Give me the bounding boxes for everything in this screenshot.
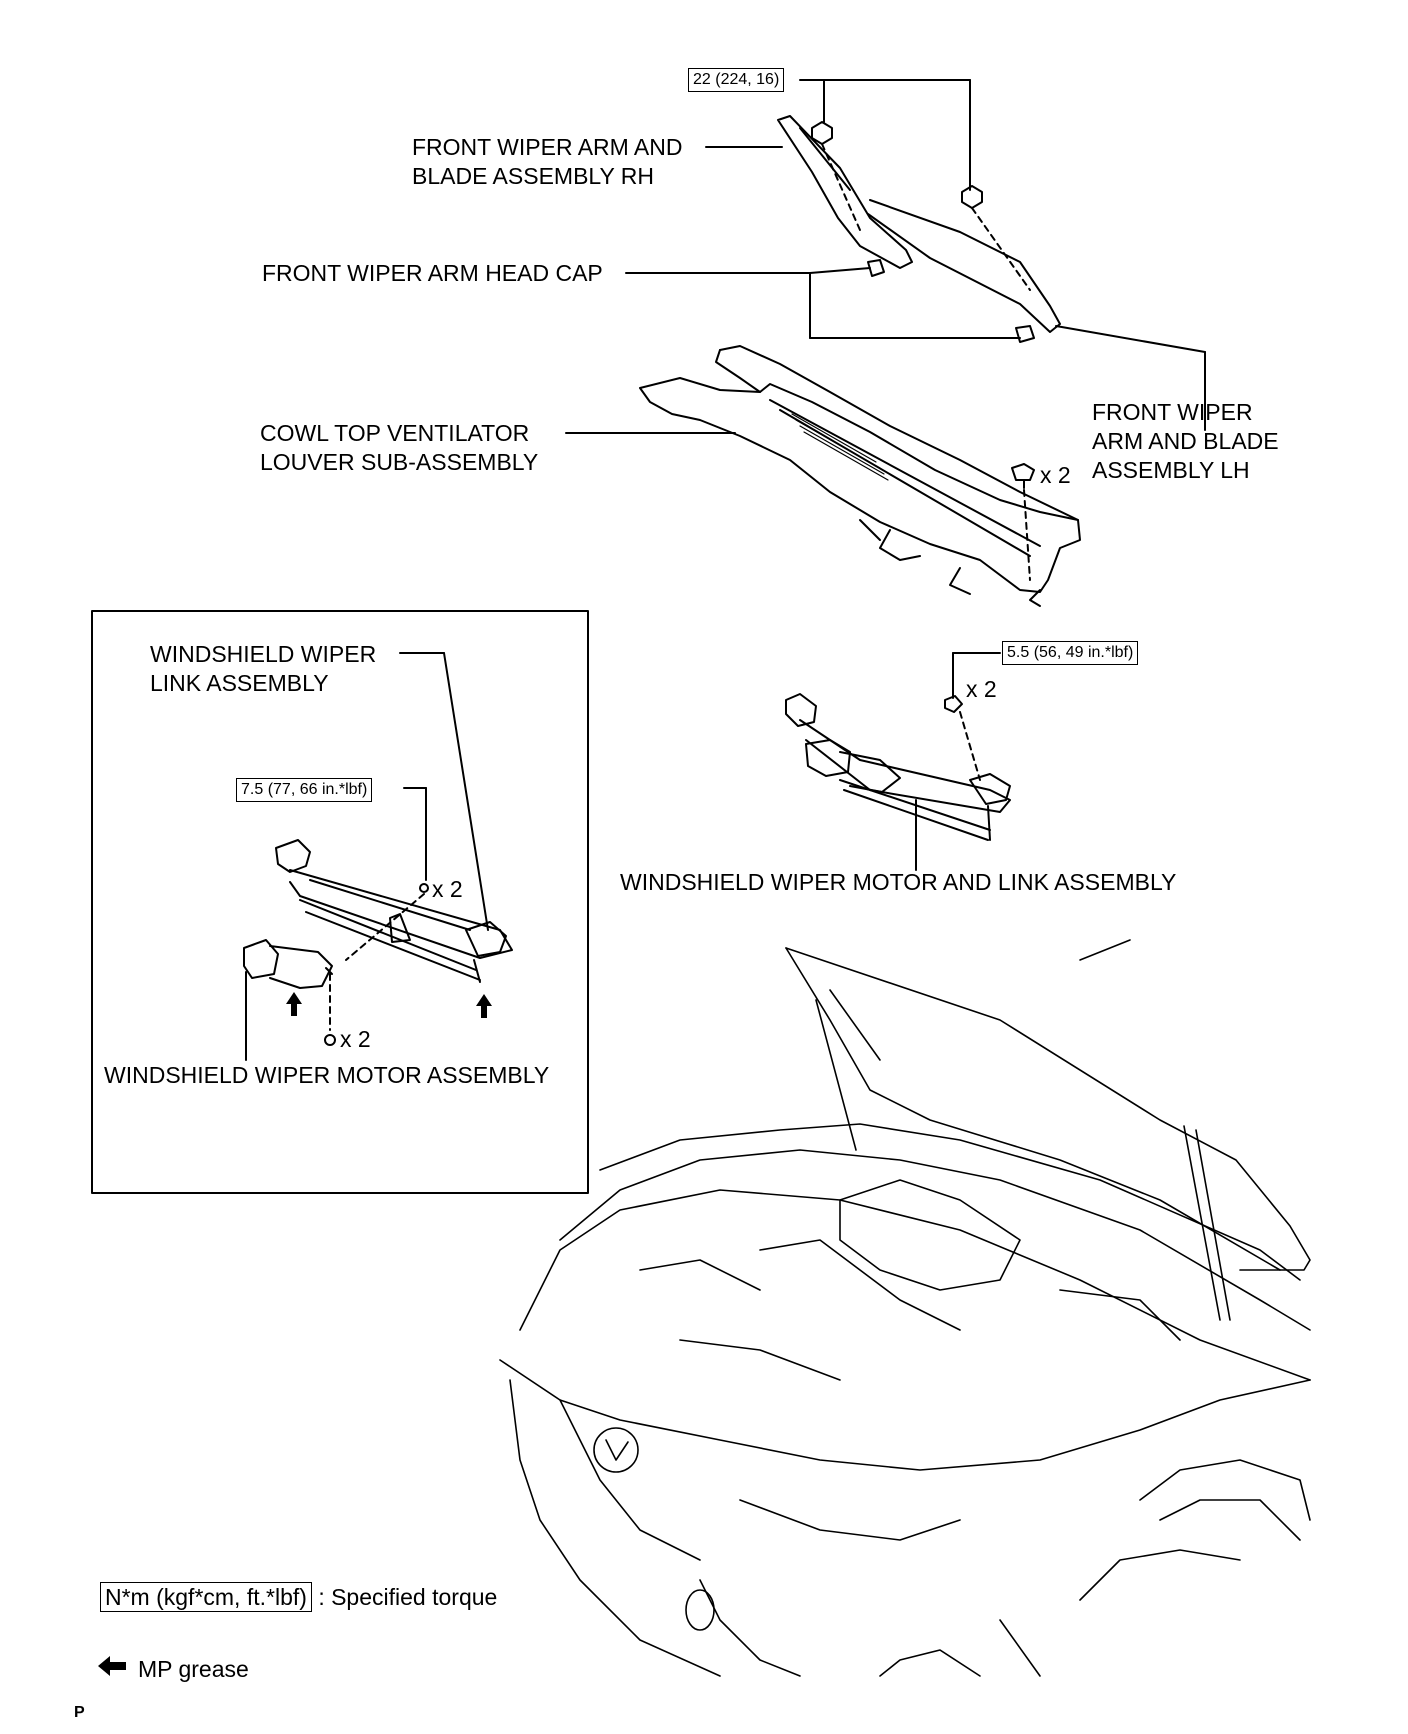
wiper-arm-rh — [777, 115, 1061, 333]
label-motor-link-assembly: WINDSHIELD WIPER MOTOR AND LINK ASSEMBLY — [620, 869, 1177, 895]
legend-torque: N*m (kgf*cm, ft.*lbf) : Specified torque — [100, 1582, 498, 1612]
label-link-assembly: WINDSHIELD WIPER LINK ASSEMBLY — [150, 641, 377, 696]
cowl-louver — [639, 345, 1081, 607]
torque-link-bolt: 7.5 (77, 66 in.*lbf) — [236, 778, 373, 802]
inset-link-leader-2 — [443, 652, 489, 931]
legend-torque-text: : Specified torque — [318, 1584, 498, 1610]
label-arm-rh: FRONT WIPER ARM AND BLADE ASSEMBLY RH — [412, 134, 683, 189]
legend-grease-text: MP grease — [138, 1656, 249, 1682]
arm-lh-leader — [1055, 325, 1206, 431]
torque-arm-leader — [799, 79, 971, 191]
wiper-arm-nut — [811, 121, 1031, 291]
torque-arm-nut: 22 (224, 16) — [688, 68, 785, 92]
qty-link-bolt: x 2 — [432, 876, 463, 902]
head-cap — [867, 259, 1035, 343]
head-cap-leader — [625, 267, 1021, 339]
inset-link-assembly — [275, 839, 513, 983]
label-motor-assembly: WINDSHIELD WIPER MOTOR ASSEMBLY — [104, 1062, 550, 1088]
inset-motor — [243, 939, 336, 1061]
motor-link-assembly — [785, 693, 1011, 871]
vehicle-front — [499, 939, 1311, 1677]
inset-link-bolt — [345, 787, 429, 961]
cowl-clip — [1011, 463, 1035, 581]
torque-motor-link-bolt: 5.5 (56, 49 in.*lbf) — [1002, 641, 1139, 665]
inset-frame — [91, 610, 589, 1194]
label-head-cap: FRONT WIPER ARM HEAD CAP — [262, 260, 603, 286]
qty-motor-nut: x 2 — [340, 1026, 371, 1052]
legend-grease-arrow — [98, 1656, 126, 1676]
legend-grease: MP grease — [100, 1656, 249, 1683]
qty-cowl-clip: x 2 — [1040, 462, 1071, 488]
page-letter: P — [74, 1704, 85, 1721]
qty-motor-link-bolt: x 2 — [966, 676, 997, 702]
motor-link-bolt — [944, 652, 1001, 781]
legend-torque-box: N*m (kgf*cm, ft.*lbf) — [100, 1582, 312, 1612]
inset-grease-arrow — [286, 992, 492, 1018]
label-cowl: COWL TOP VENTILATOR LOUVER SUB-ASSEMBLY — [260, 420, 539, 475]
label-arm-lh: FRONT WIPER ARM AND BLADE ASSEMBLY LH — [1092, 399, 1279, 483]
